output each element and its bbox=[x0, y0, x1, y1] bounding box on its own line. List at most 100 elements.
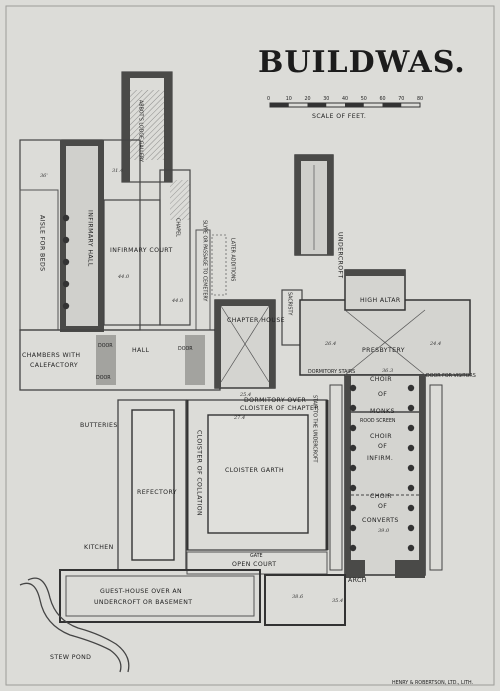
nave-columns bbox=[349, 384, 415, 552]
infirmary-columns bbox=[62, 214, 70, 310]
chapter-house bbox=[214, 299, 276, 389]
undercroft bbox=[294, 154, 334, 256]
label-aisle-for-beds: AISLE FOR BEDS bbox=[39, 215, 46, 271]
scale-tick-label: 20 bbox=[305, 96, 311, 102]
scale-tick-label: 30 bbox=[323, 96, 329, 102]
nave-column bbox=[407, 404, 415, 412]
label-later-additions: LATER ADDITIONS bbox=[230, 238, 236, 281]
scale-tick-label: 80 bbox=[417, 96, 423, 102]
refectory bbox=[117, 399, 187, 571]
infirmary-column bbox=[62, 258, 70, 266]
label-guest-house-2: UNDERCROFT OR BASEMENT bbox=[94, 599, 192, 606]
label-choir-1: CHOIR bbox=[370, 376, 392, 383]
label-infirmary-hall: INFIRMARY HALL bbox=[87, 210, 94, 267]
label-presbytery: PRESBYTERY bbox=[362, 347, 405, 354]
scale-label: SCALE OF FEET. bbox=[312, 113, 366, 120]
nave-column bbox=[349, 384, 357, 392]
nave-column bbox=[349, 444, 357, 452]
nave-column bbox=[349, 464, 357, 472]
nave-column bbox=[349, 404, 357, 412]
label-dormitory-stairs: DORMITORY STAIRS bbox=[308, 369, 355, 375]
label-monks: MONKS bbox=[370, 408, 395, 415]
dim-5: 25.4 bbox=[239, 392, 251, 398]
open-court bbox=[186, 551, 328, 575]
nave-column bbox=[407, 484, 415, 492]
label-open-court: OPEN COURT bbox=[232, 561, 276, 568]
label-cloister-of-collation: CLOISTER OF COLLATION bbox=[196, 430, 203, 516]
label-converts: CONVERTS bbox=[362, 517, 399, 524]
label-kitchen: KITCHEN bbox=[84, 544, 114, 551]
label-abbots-lodge: ABBOT'S LODGE GALLERY bbox=[138, 100, 144, 162]
stew-pond bbox=[19, 577, 130, 673]
dim-6: 27.4 bbox=[233, 415, 245, 421]
dim-8: 24.4 bbox=[429, 341, 441, 347]
sacristy-room bbox=[281, 289, 303, 346]
scale-tick-label: 70 bbox=[398, 96, 404, 102]
label-of-1: OF bbox=[378, 391, 387, 398]
label-hall: HALL bbox=[132, 347, 150, 354]
plan-title: BUILDWAS. bbox=[258, 45, 466, 80]
guest-house bbox=[59, 569, 346, 626]
scale-bar: 0 10 20 30 40 50 60 70 80 SCALE OF FEET. bbox=[267, 96, 423, 120]
label-chapter-house: CHAPTER HOUSE bbox=[227, 317, 285, 324]
label-slype: SLYPE OR PASSAGE TO CEMETERY bbox=[202, 220, 208, 301]
nave-column bbox=[407, 464, 415, 472]
nave-column bbox=[407, 504, 415, 512]
label-of-2: OF bbox=[378, 443, 387, 450]
nave-column bbox=[349, 544, 357, 552]
scale-tick-label: 50 bbox=[361, 96, 367, 102]
label-dormitory-over: DORMITORY OVER bbox=[244, 397, 306, 404]
label-infirmary-court: INFIRMARY COURT bbox=[110, 247, 173, 254]
dim-7: 26.4 bbox=[324, 341, 336, 347]
printer-credit: HENRY & ROBERTSON, LTD., LITH. bbox=[392, 680, 473, 686]
label-gate: GATE bbox=[250, 553, 263, 559]
label-refectory: REFECTORY bbox=[137, 489, 177, 496]
nave-column bbox=[407, 444, 415, 452]
label-arch: ARCH bbox=[348, 577, 367, 584]
label-stew-pond: STEW POND bbox=[50, 654, 91, 661]
label-choir-2: CHOIR bbox=[370, 433, 392, 440]
dim-2: 31.4 bbox=[112, 168, 123, 174]
infirmary-column bbox=[62, 236, 70, 244]
label-infirm: INFIRM. bbox=[367, 455, 393, 462]
dim-4: 44.0 bbox=[171, 298, 184, 304]
label-choir-3: CHOIR bbox=[370, 493, 392, 500]
infirmary-column bbox=[62, 214, 70, 222]
scale-tick-label: 40 bbox=[342, 96, 348, 102]
infirmary-column bbox=[62, 302, 70, 310]
hall-range bbox=[19, 329, 221, 391]
label-cloister-garth: CLOISTER GARTH bbox=[225, 467, 284, 474]
cloister bbox=[185, 399, 329, 551]
label-stair-undercroft: STAIR TO THE UNDERCROFT bbox=[312, 395, 318, 463]
label-cloister-of-chapter: CLOISTER OF CHAPTER bbox=[240, 405, 319, 412]
label-door-3: DOOR bbox=[96, 375, 111, 381]
dim-11: 36.3 bbox=[382, 368, 393, 374]
nave-column bbox=[407, 384, 415, 392]
dim-12: 39.0 bbox=[378, 528, 390, 534]
label-sacristy: SACRISTY bbox=[287, 292, 293, 315]
infirmary-column bbox=[62, 280, 70, 288]
dim-10: 35.4 bbox=[332, 598, 343, 604]
nave-column bbox=[349, 424, 357, 432]
dim-1: 36' bbox=[40, 173, 48, 179]
infirmary-court bbox=[103, 169, 191, 326]
scale-tick-label: 10 bbox=[286, 96, 292, 102]
label-chambers: CHAMBERS WITH bbox=[22, 352, 80, 359]
label-door-for-visitors: DOOR FOR VISITORS bbox=[426, 373, 476, 379]
nave-column bbox=[349, 504, 357, 512]
label-butteries: BUTTERIES bbox=[80, 422, 118, 429]
label-calefactory: CALEFACTORY bbox=[30, 362, 78, 369]
label-door-1: DOOR bbox=[98, 343, 113, 349]
dim-3: 44.0 bbox=[117, 274, 130, 280]
label-chapel: CHAPEL bbox=[175, 218, 181, 237]
scale-tick-label: 60 bbox=[380, 96, 386, 102]
nave-column bbox=[349, 524, 357, 532]
label-door-2: DOOR bbox=[178, 346, 193, 352]
label-undercroft: UNDERCROFT bbox=[337, 232, 344, 279]
dim-9: 38.6 bbox=[292, 594, 304, 600]
sheet-border bbox=[5, 5, 495, 686]
scale-tick-label: 0 bbox=[267, 96, 270, 102]
label-of-3: OF bbox=[378, 503, 387, 510]
